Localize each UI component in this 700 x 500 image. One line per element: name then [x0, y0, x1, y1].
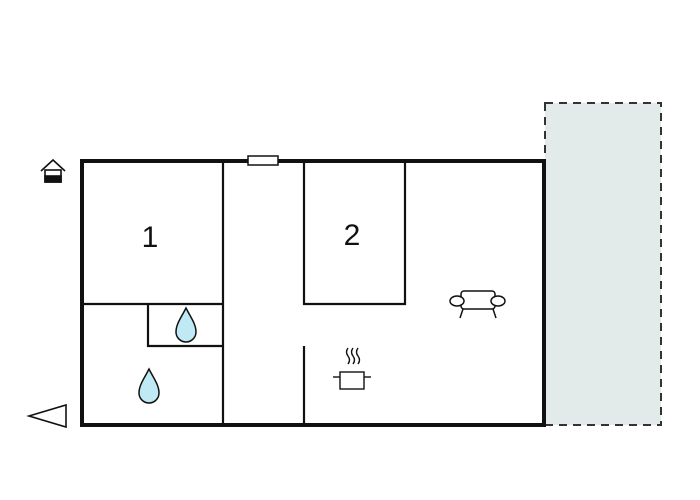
interior-walls	[82, 161, 407, 425]
room-label-2: 2	[344, 219, 361, 252]
house-entrance-icon	[40, 158, 66, 183]
sofa-icon	[449, 290, 506, 319]
cooking-pot-icon	[333, 347, 371, 390]
terrace-area	[544, 102, 662, 426]
room-label-1: 1	[142, 221, 159, 254]
window	[247, 155, 279, 166]
water-drop-icon	[138, 367, 160, 404]
orientation-arrow-icon	[26, 403, 67, 429]
water-drop-icon	[175, 306, 197, 343]
